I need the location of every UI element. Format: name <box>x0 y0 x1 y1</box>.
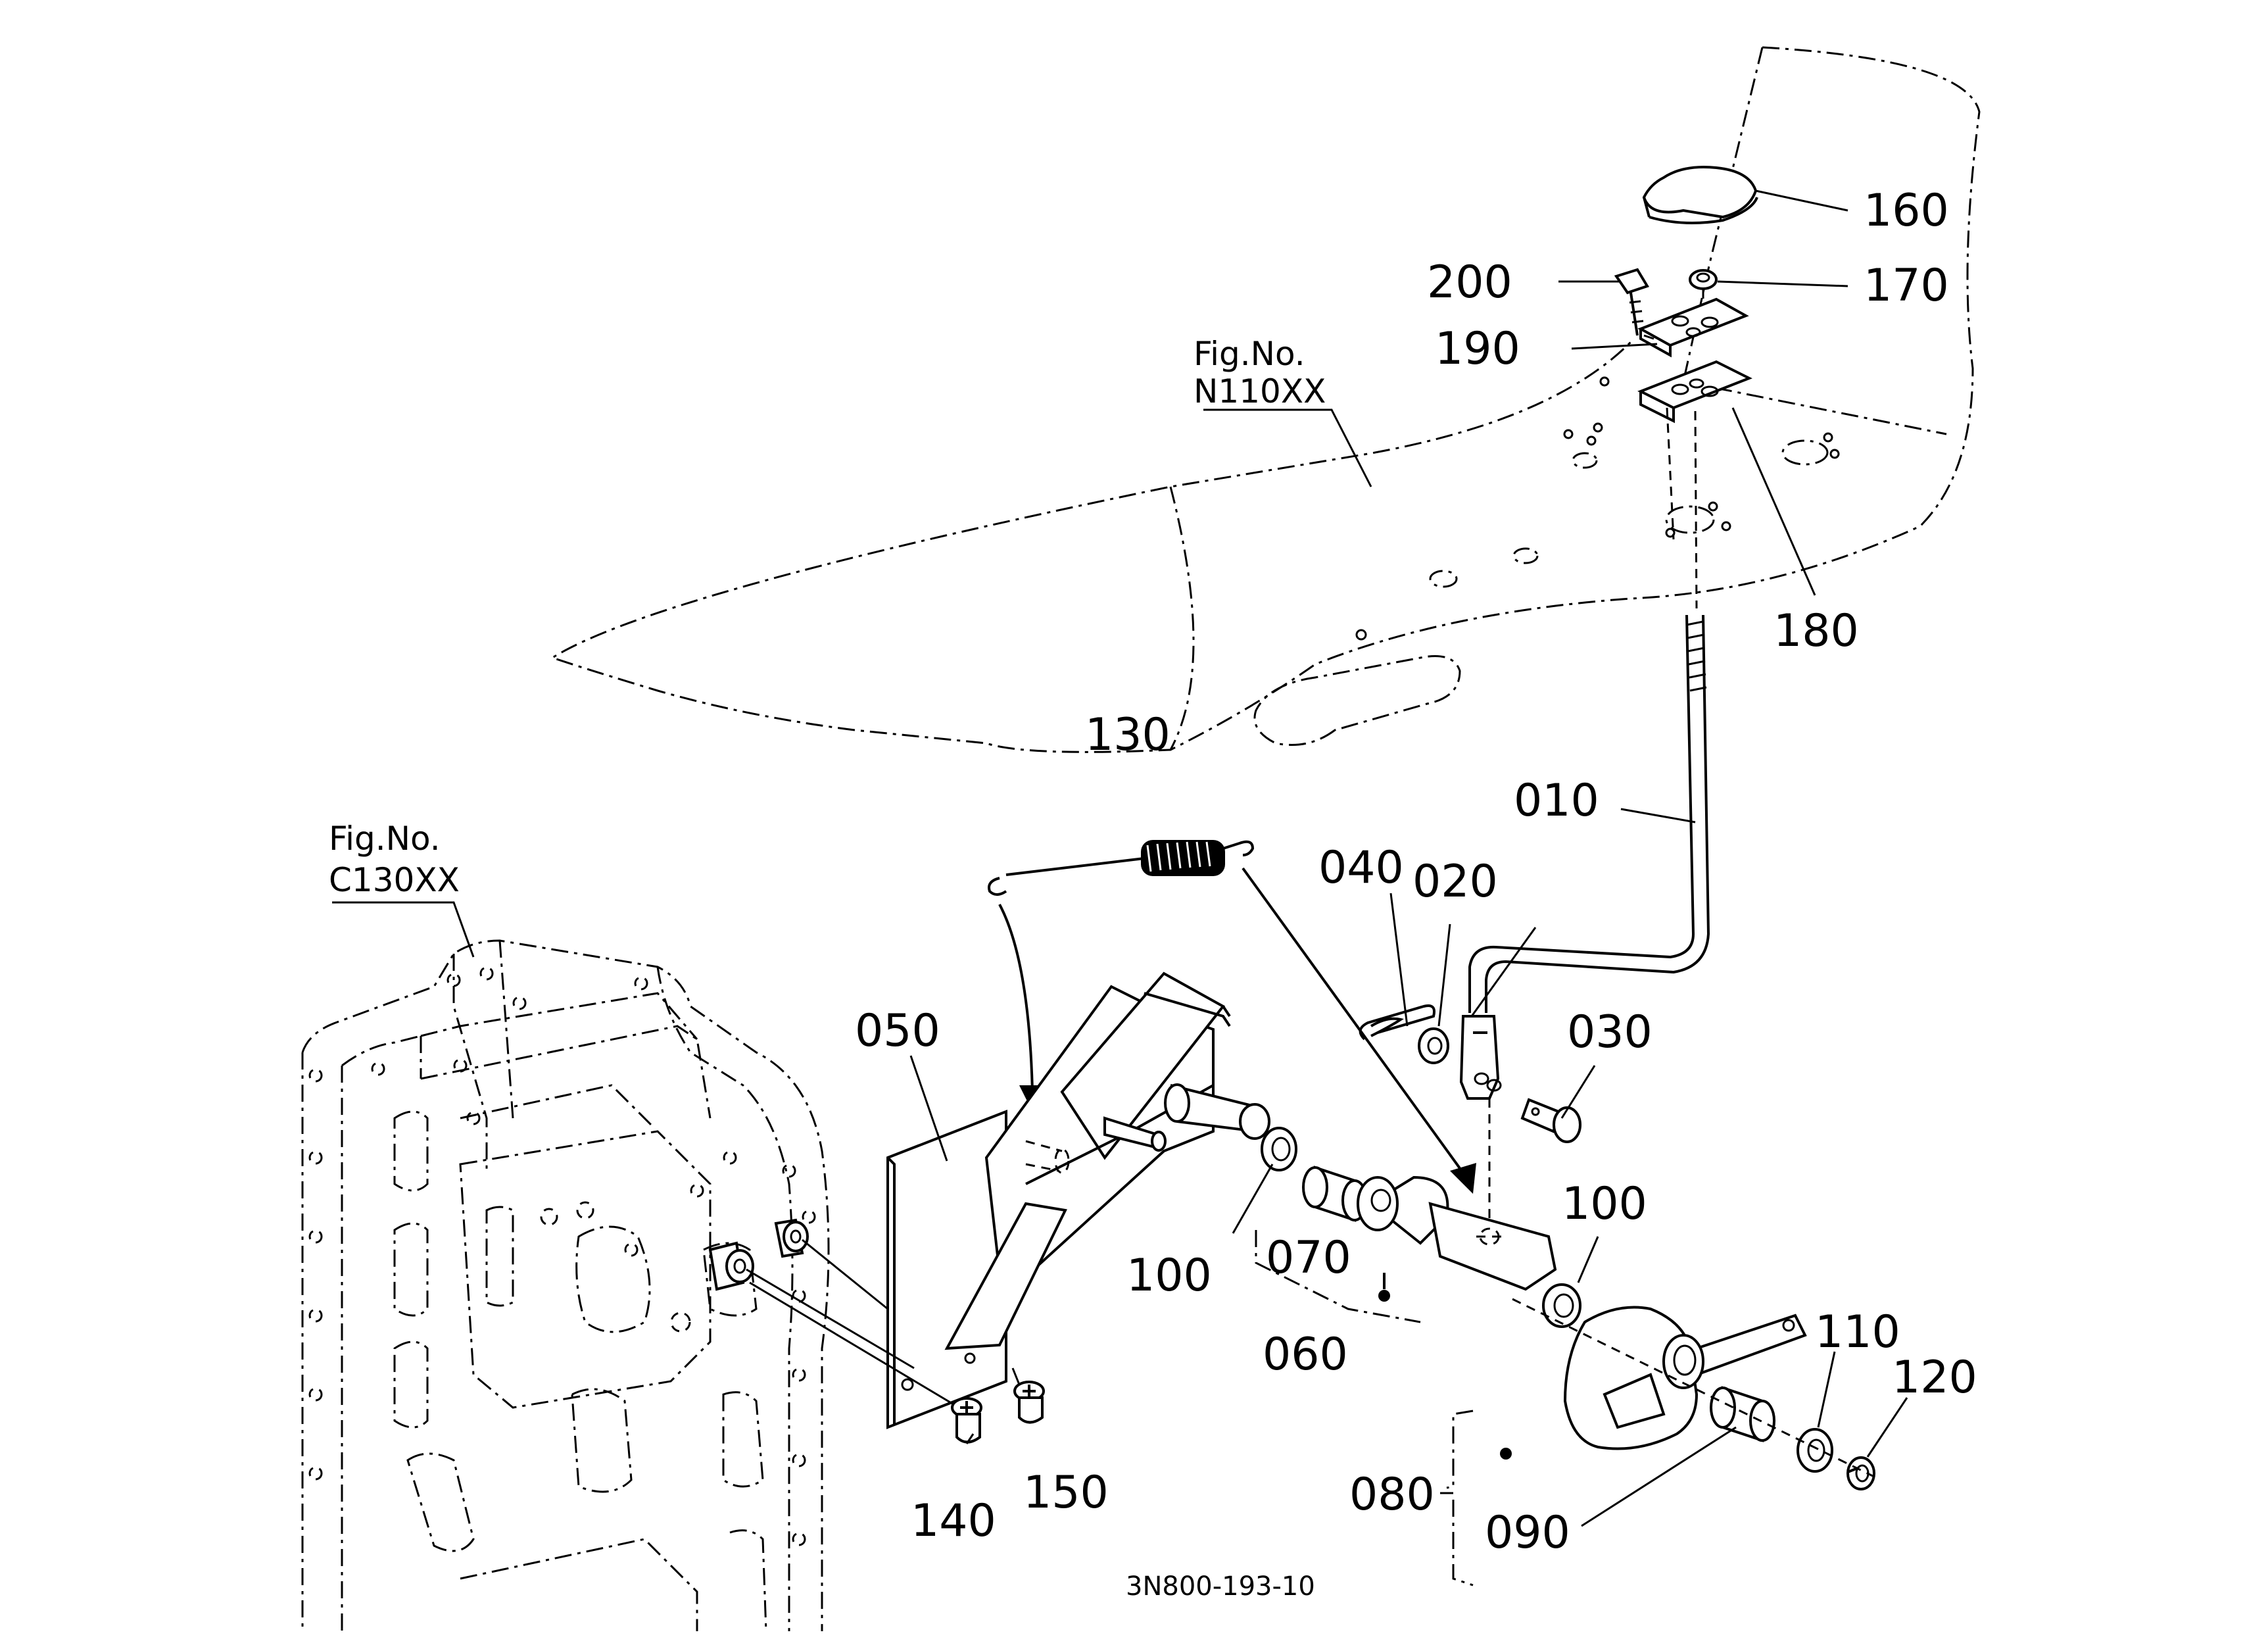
washer-part-110 <box>1797 1428 1833 1473</box>
label-130: 130 <box>1085 709 1170 761</box>
pin-part-030 <box>1520 1098 1581 1143</box>
fig-ref-c130-line1: Fig.No. <box>329 820 441 858</box>
label-050: 050 <box>855 1005 940 1057</box>
leader-lines <box>332 189 1908 1527</box>
label-190: 190 <box>1435 323 1520 375</box>
bolt-part-200 <box>1614 268 1649 336</box>
floor-plate-outline <box>550 46 1981 753</box>
bracket-part-050 <box>886 971 1270 1429</box>
washer-part-020 <box>1418 1027 1449 1064</box>
label-160: 160 <box>1864 185 1949 237</box>
clip-part-120 <box>1846 1456 1875 1490</box>
label-180: 180 <box>1773 605 1859 657</box>
washer-part-100b <box>1542 1283 1581 1328</box>
label-110: 110 <box>1815 1306 1900 1358</box>
label-010: 010 <box>1514 775 1599 827</box>
fig-ref-n110-line2: N110XX <box>1194 372 1326 410</box>
transmission-case-outline <box>301 939 830 1632</box>
label-040: 040 <box>1318 842 1404 894</box>
drawing-code: 3N800-193-10 <box>1126 1571 1315 1602</box>
label-200: 200 <box>1427 257 1512 308</box>
label-020: 020 <box>1412 856 1498 908</box>
bush-part-090 <box>1710 1386 1775 1442</box>
label-150: 150 <box>1023 1467 1109 1519</box>
label-140: 140 <box>911 1495 996 1547</box>
label-070: 070 <box>1266 1232 1351 1284</box>
label-030: 030 <box>1567 1006 1653 1058</box>
label-060: 060 <box>1263 1329 1348 1381</box>
plate-part-190 <box>1637 297 1749 358</box>
lever-part-060 <box>1357 1175 1557 1302</box>
fig-ref-n110-line1: Fig.No. <box>1194 335 1305 373</box>
fig-ref-c130-line2: C130XX <box>329 861 460 899</box>
label-080: 080 <box>1349 1469 1435 1521</box>
label-120: 120 <box>1892 1352 1977 1404</box>
cam-part-080 <box>1500 1306 1807 1460</box>
knob-part-160 <box>1642 166 1758 224</box>
bolt-part-140 <box>951 1397 982 1444</box>
label-100-left: 100 <box>1126 1250 1212 1302</box>
label-170: 170 <box>1864 260 1949 312</box>
nut-part-170 <box>1689 269 1718 290</box>
washer-part-100a <box>1261 1127 1297 1171</box>
rod-part-010 <box>1459 614 1710 1223</box>
spring-coil <box>1141 840 1225 876</box>
label-090: 090 <box>1485 1507 1570 1559</box>
collar-part-070 <box>1302 1166 1368 1222</box>
label-100-right: 100 <box>1562 1178 1647 1230</box>
plate-part-180 <box>1637 360 1752 424</box>
bolt-part-150 <box>1013 1381 1045 1424</box>
